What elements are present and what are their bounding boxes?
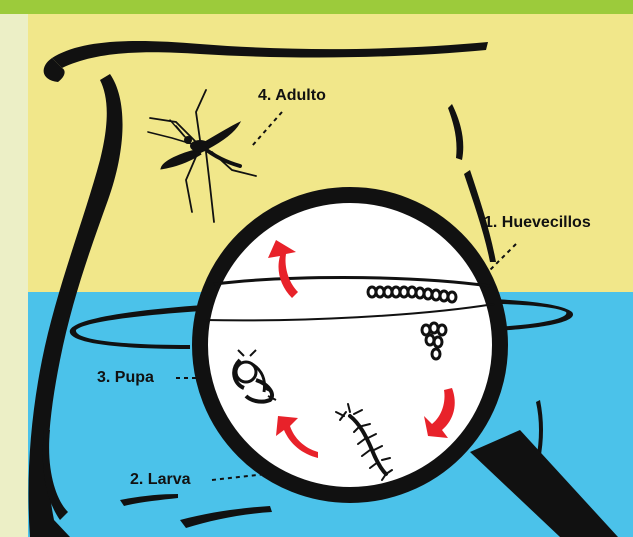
- magnifier-lens: [200, 195, 500, 495]
- top-bar: [0, 0, 633, 14]
- label-adult: 4. Adulto: [258, 88, 326, 104]
- label-larva: 2. Larva: [130, 472, 190, 488]
- left-strip: [0, 14, 28, 537]
- label-eggs: 1. Huevecillos: [484, 215, 591, 231]
- label-pupa: 3. Pupa: [97, 370, 154, 386]
